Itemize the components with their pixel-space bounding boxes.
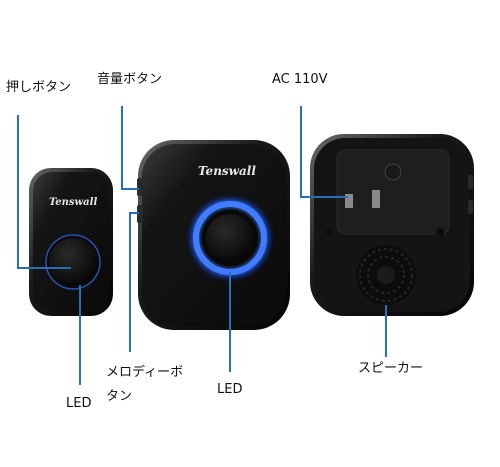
callout-line-volume-v	[121, 106, 123, 190]
label-melody-button-line1: メロディーボ	[106, 365, 184, 380]
transmitter-device: Tenswall	[29, 168, 113, 316]
label-led-transmitter: LED	[66, 396, 92, 411]
push-button	[49, 238, 97, 286]
callout-line-push-button-v	[17, 115, 19, 268]
volume-button-shape	[137, 178, 143, 196]
label-volume-button: 音量ボタン	[97, 72, 163, 87]
label-push-button: 押しボタン	[6, 80, 72, 95]
callout-line-ac-h	[300, 196, 348, 198]
label-ac: AC 110V	[272, 72, 328, 87]
callout-line-melody-v	[129, 212, 131, 352]
callout-line-push-button-h	[17, 267, 71, 269]
callout-line-melody-h	[129, 212, 139, 214]
plug-prong-left	[345, 194, 353, 208]
receiver-brand-logo: Tenswall	[198, 164, 256, 178]
transmitter-brand-logo: Tenswall	[49, 197, 97, 208]
callout-line-ac-v	[300, 106, 302, 198]
receiver-front-device: Tenswall	[137, 140, 290, 330]
callout-line-volume-h	[121, 188, 139, 190]
callout-line-speaker	[385, 305, 387, 357]
label-led-receiver: LED	[217, 382, 243, 397]
label-melody-button-line2: タン	[106, 389, 133, 404]
label-speaker: スピーカー	[358, 361, 424, 376]
plug-prong-right	[372, 190, 380, 208]
receiver-back-device	[310, 134, 474, 316]
callout-line-led-receiver	[229, 272, 231, 372]
callout-line-led-transmitter	[79, 285, 81, 385]
melody-button-shape	[137, 205, 143, 223]
